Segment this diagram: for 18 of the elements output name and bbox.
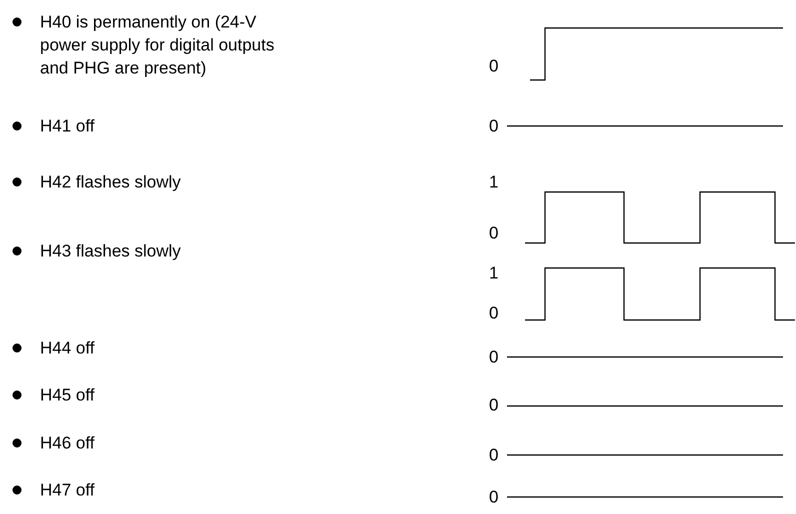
signal-level: 0 [489,302,498,324]
signal-level: 0 [489,346,498,368]
signal-level: 1 [489,262,498,284]
signal-level: 1 [489,172,498,194]
status-text: H43 flashes slowly [40,240,181,262]
status-text: H46 off [40,432,95,454]
signal-level: 0 [489,222,498,244]
status-text: H42 flashes slowly [40,172,181,194]
status-text: H44 off [40,338,95,360]
signal-level: 0 [489,486,498,508]
status-text: H40 is permanently on (24-V power supply for digital outputs and PHG are present) [40,12,276,80]
signal-level: 0 [489,116,498,138]
status-text: H41 off [40,116,95,138]
signal-level: 0 [489,444,498,466]
status-text: H47 off [40,480,95,502]
signal-level: 0 [489,56,498,78]
signal-level: 0 [489,394,498,416]
status-text: H45 off [40,384,95,406]
